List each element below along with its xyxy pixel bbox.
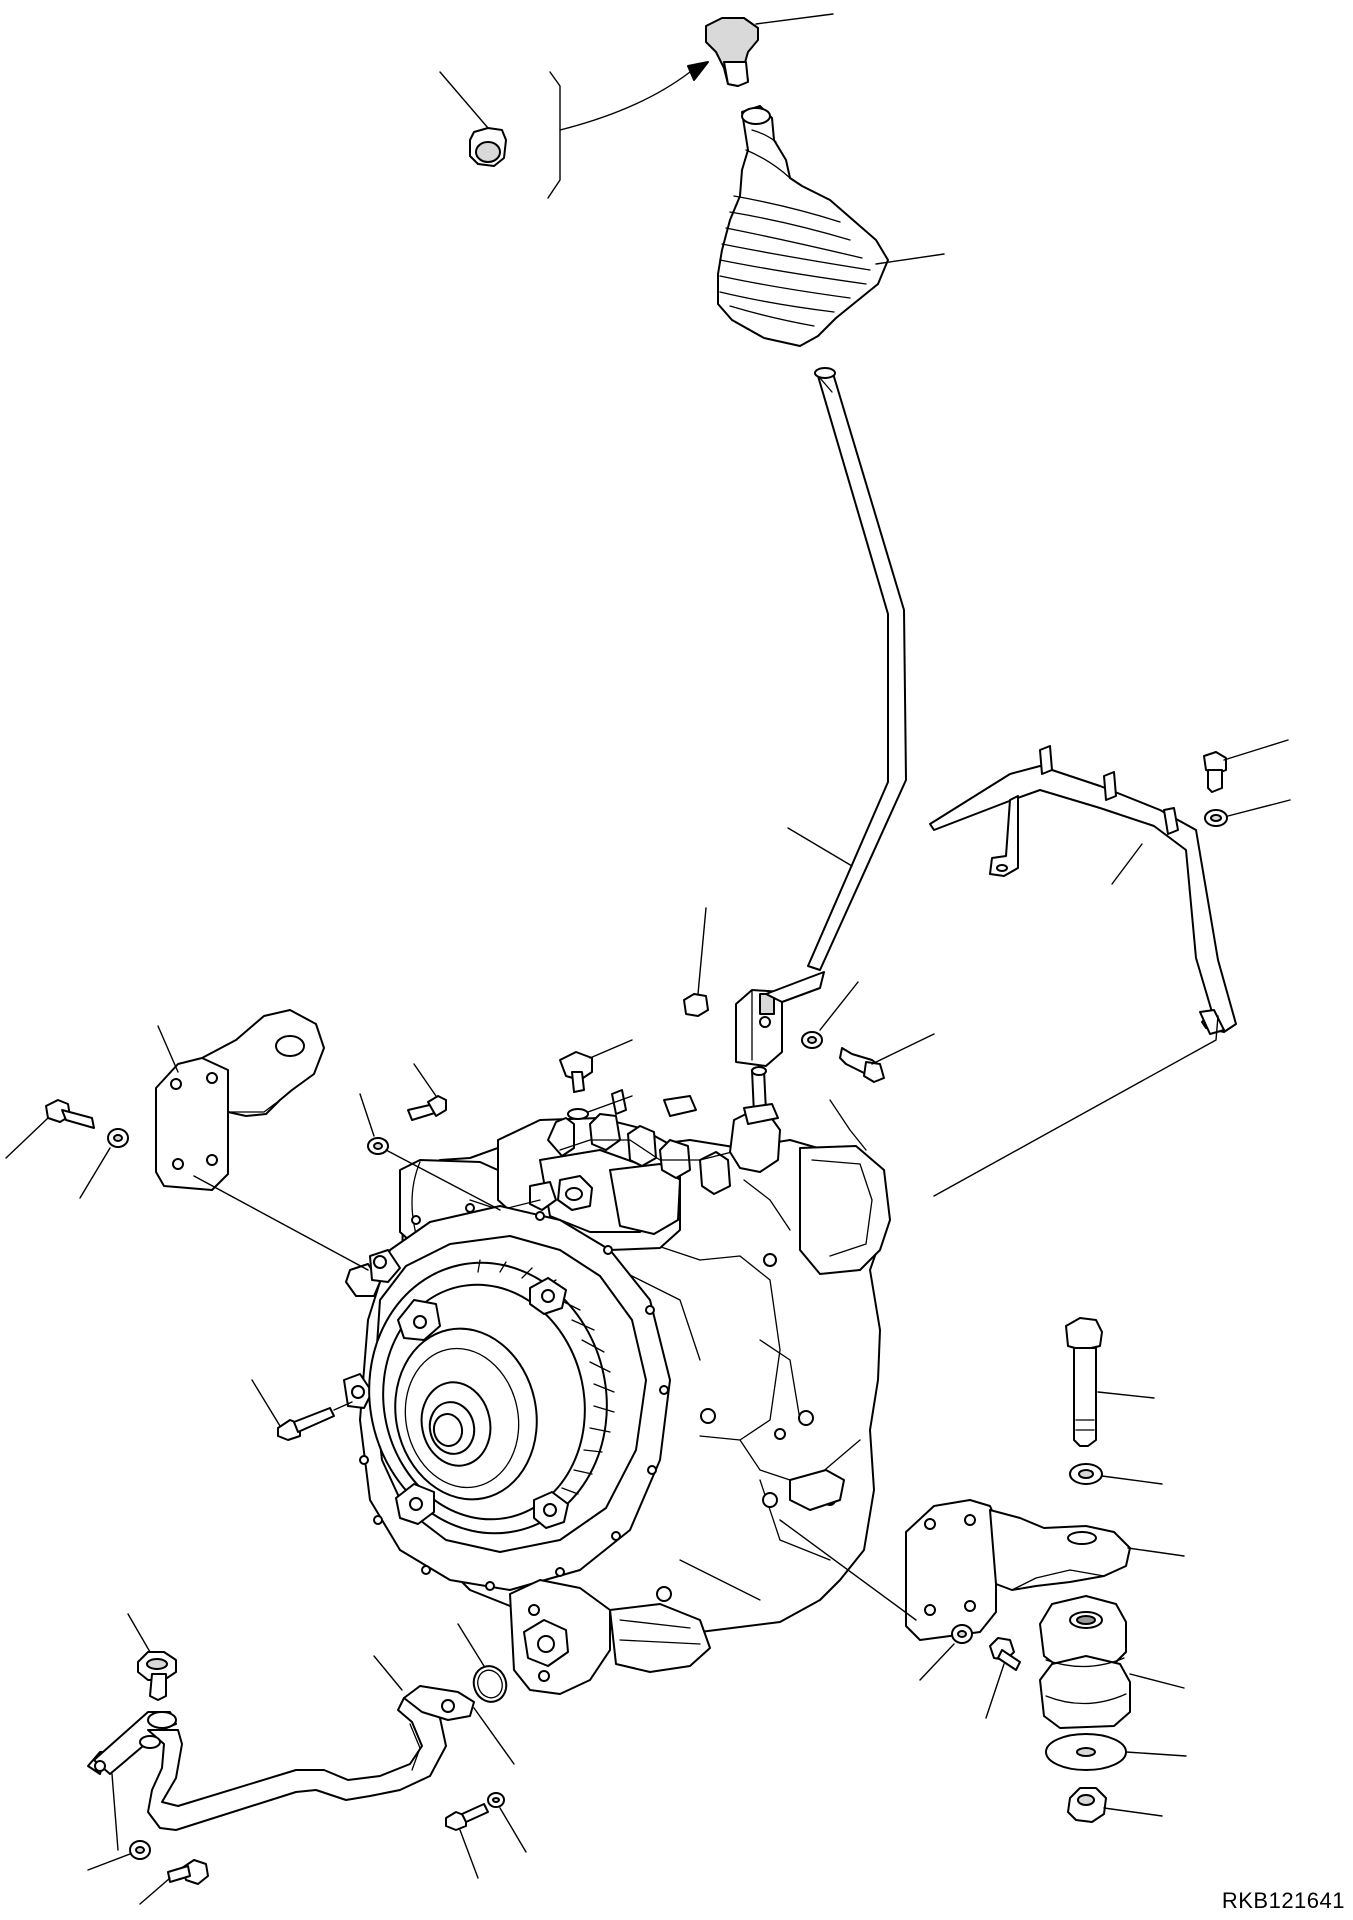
oil-tube — [87, 1655, 515, 1851]
converter-bolt — [251, 1379, 353, 1441]
assembly-bracket-arrow — [547, 61, 709, 199]
left-mount-bracket — [155, 1009, 369, 1271]
tube-bolt-right — [445, 1803, 489, 1879]
shift-lever-rod — [787, 367, 907, 971]
bracket-washer-upper — [1204, 799, 1291, 827]
tube-bolt-left — [139, 1859, 209, 1905]
tube-washer-right — [487, 1792, 527, 1853]
mount-nut — [1067, 1787, 1163, 1823]
right-mount-bracket — [779, 1499, 1185, 1641]
left-bracket-washer — [79, 1128, 129, 1199]
right-bracket-washer — [919, 1624, 973, 1681]
drawing-id-label: RKB121641 — [1221, 1888, 1345, 1913]
mount-bolt-long — [1065, 1317, 1155, 1447]
mount-washer-upper — [1069, 1463, 1163, 1485]
left-bracket-bolt — [5, 1099, 95, 1159]
mount-washer-lower — [1045, 1733, 1187, 1771]
pump-o-ring — [457, 1623, 508, 1703]
pump-housing — [509, 1579, 711, 1695]
fitting-o-ring — [567, 1095, 633, 1120]
torque-converter — [368, 1259, 615, 1535]
shift-knob — [705, 13, 834, 87]
knob-insert — [439, 71, 507, 167]
housing-bolt-upper — [407, 1063, 447, 1121]
clamp-nut — [683, 907, 709, 1017]
right-bracket-bolt — [985, 1637, 1021, 1719]
shift-lever-boot — [717, 105, 945, 347]
lever-clamp-block — [735, 971, 825, 1067]
bracket-bolt-upper — [1203, 739, 1289, 793]
clamp-bolt — [839, 1033, 935, 1083]
harness-bracket — [929, 745, 1237, 1035]
tube-washer-left — [87, 1840, 151, 1871]
housing-washer-upper — [359, 1093, 501, 1211]
clamp-washer — [801, 981, 859, 1049]
tube-fitting-nut — [127, 1613, 177, 1701]
rubber-mount — [1039, 1595, 1185, 1729]
